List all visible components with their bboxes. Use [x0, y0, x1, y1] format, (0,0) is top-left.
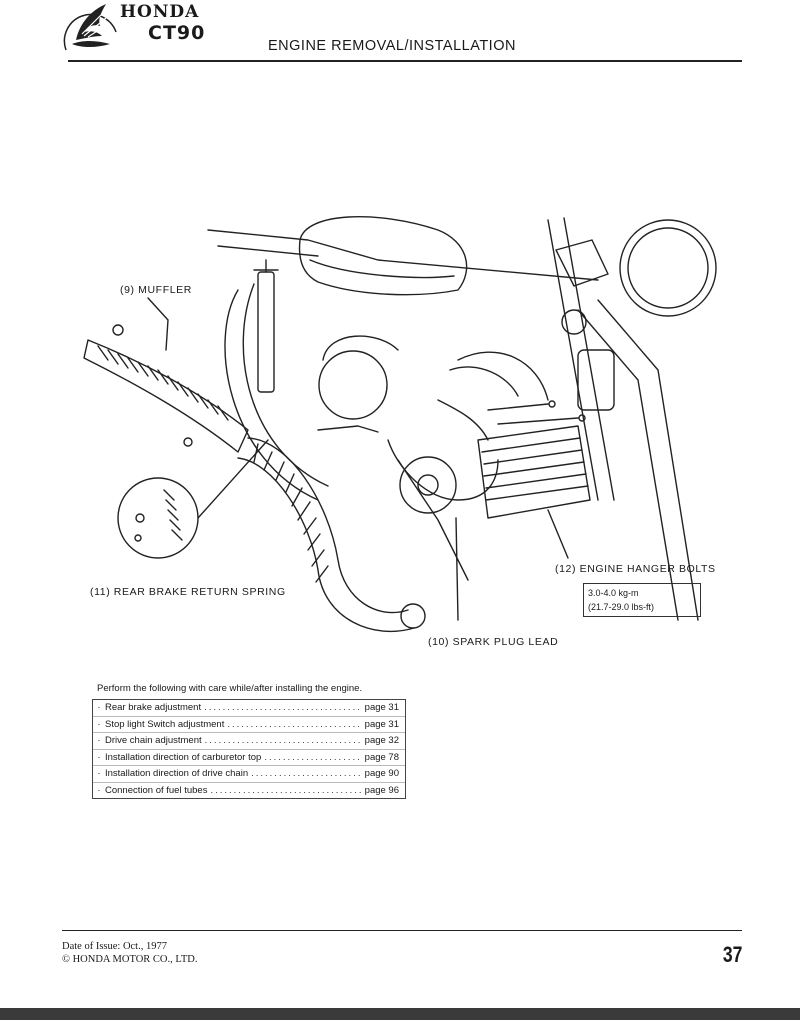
footer-rule: [62, 930, 742, 931]
header-rule: [68, 60, 742, 62]
item-text: Connection of fuel tubes: [105, 784, 208, 796]
label-engine-hanger-bolts: (12) ENGINE HANGER BOLTS: [555, 563, 716, 575]
footer-issue: Date of Issue: Oct., 1977 © HONDA MOTOR …: [62, 940, 197, 966]
list-item: · Installation direction of drive chain …: [93, 766, 405, 783]
muffler-icon: [83, 339, 249, 453]
list-item: · Stop light Switch adjustment .........…: [93, 717, 405, 733]
list-item: · Rear brake adjustment ................…: [93, 700, 405, 717]
item-text: Installation direction of carburetor top: [105, 751, 262, 763]
engine-illustration: [83, 216, 717, 632]
item-text: Stop light Switch adjustment: [105, 718, 225, 730]
instructions-intro: Perform the following with care while/af…: [97, 683, 363, 694]
bullet: ·: [97, 735, 101, 747]
label-rear-brake-spring: (11) REAR BRAKE RETURN SPRING: [90, 586, 286, 598]
item-page: page 90: [364, 768, 399, 780]
exhaust-pipe-icon: [237, 437, 426, 632]
list-item: · Connection of fuel tubes .............…: [93, 783, 405, 799]
seat-icon: [298, 216, 468, 296]
item-page: page 32: [364, 735, 399, 747]
item-page: page 31: [364, 718, 399, 730]
headlight-icon: [619, 219, 717, 317]
honda-wing-logo-icon: [63, 4, 117, 51]
list-item: · Drive chain adjustment ...............…: [93, 733, 405, 750]
bullet: ·: [97, 702, 101, 714]
item-page: page 78: [364, 751, 399, 763]
viewer-bottom-bar: [0, 1008, 800, 1020]
issue-date: Date of Issue: Oct., 1977: [62, 941, 167, 952]
engine-case-icon: [318, 350, 388, 420]
label-muffler: (9) MUFFLER: [120, 284, 192, 296]
torque-imperial: (21.7-29.0 lbs-ft): [588, 602, 655, 612]
dot-leader: ........................................…: [264, 751, 362, 763]
bullet: ·: [97, 768, 101, 780]
item-text: Rear brake adjustment: [105, 702, 202, 714]
page-number: 37: [722, 942, 742, 967]
item-page: page 96: [364, 784, 399, 796]
torque-spec-box: 3.0-4.0 kg-m (21.7-29.0 lbs-ft): [583, 583, 701, 617]
bullet: ·: [97, 784, 101, 796]
item-text: Drive chain adjustment: [105, 735, 202, 747]
dot-leader: ........................................…: [204, 702, 362, 714]
model-name: CT90: [148, 22, 206, 44]
bullet: ·: [97, 718, 101, 730]
copyright: © HONDA MOTOR CO., LTD.: [62, 954, 198, 965]
brand-name: HONDA: [120, 2, 200, 22]
instructions-list: · Rear brake adjustment ................…: [92, 699, 406, 799]
page-title: ENGINE REMOVAL/INSTALLATION: [268, 38, 516, 54]
torque-metric: 3.0-4.0 kg-m: [588, 588, 639, 598]
dot-leader: ........................................…: [210, 784, 361, 796]
list-item: · Installation direction of carburetor t…: [93, 750, 405, 766]
item-page: page 31: [364, 702, 399, 714]
dot-leader: ........................................…: [227, 718, 362, 730]
dot-leader: ........................................…: [251, 768, 362, 780]
bullet: ·: [97, 751, 101, 763]
item-text: Installation direction of drive chain: [105, 768, 249, 780]
brake-spring-detail-icon: [117, 477, 199, 559]
label-spark-plug-lead: (10) SPARK PLUG LEAD: [428, 636, 559, 648]
cylinder-fins-icon: [477, 425, 591, 519]
dot-leader: ........................................…: [204, 735, 362, 747]
